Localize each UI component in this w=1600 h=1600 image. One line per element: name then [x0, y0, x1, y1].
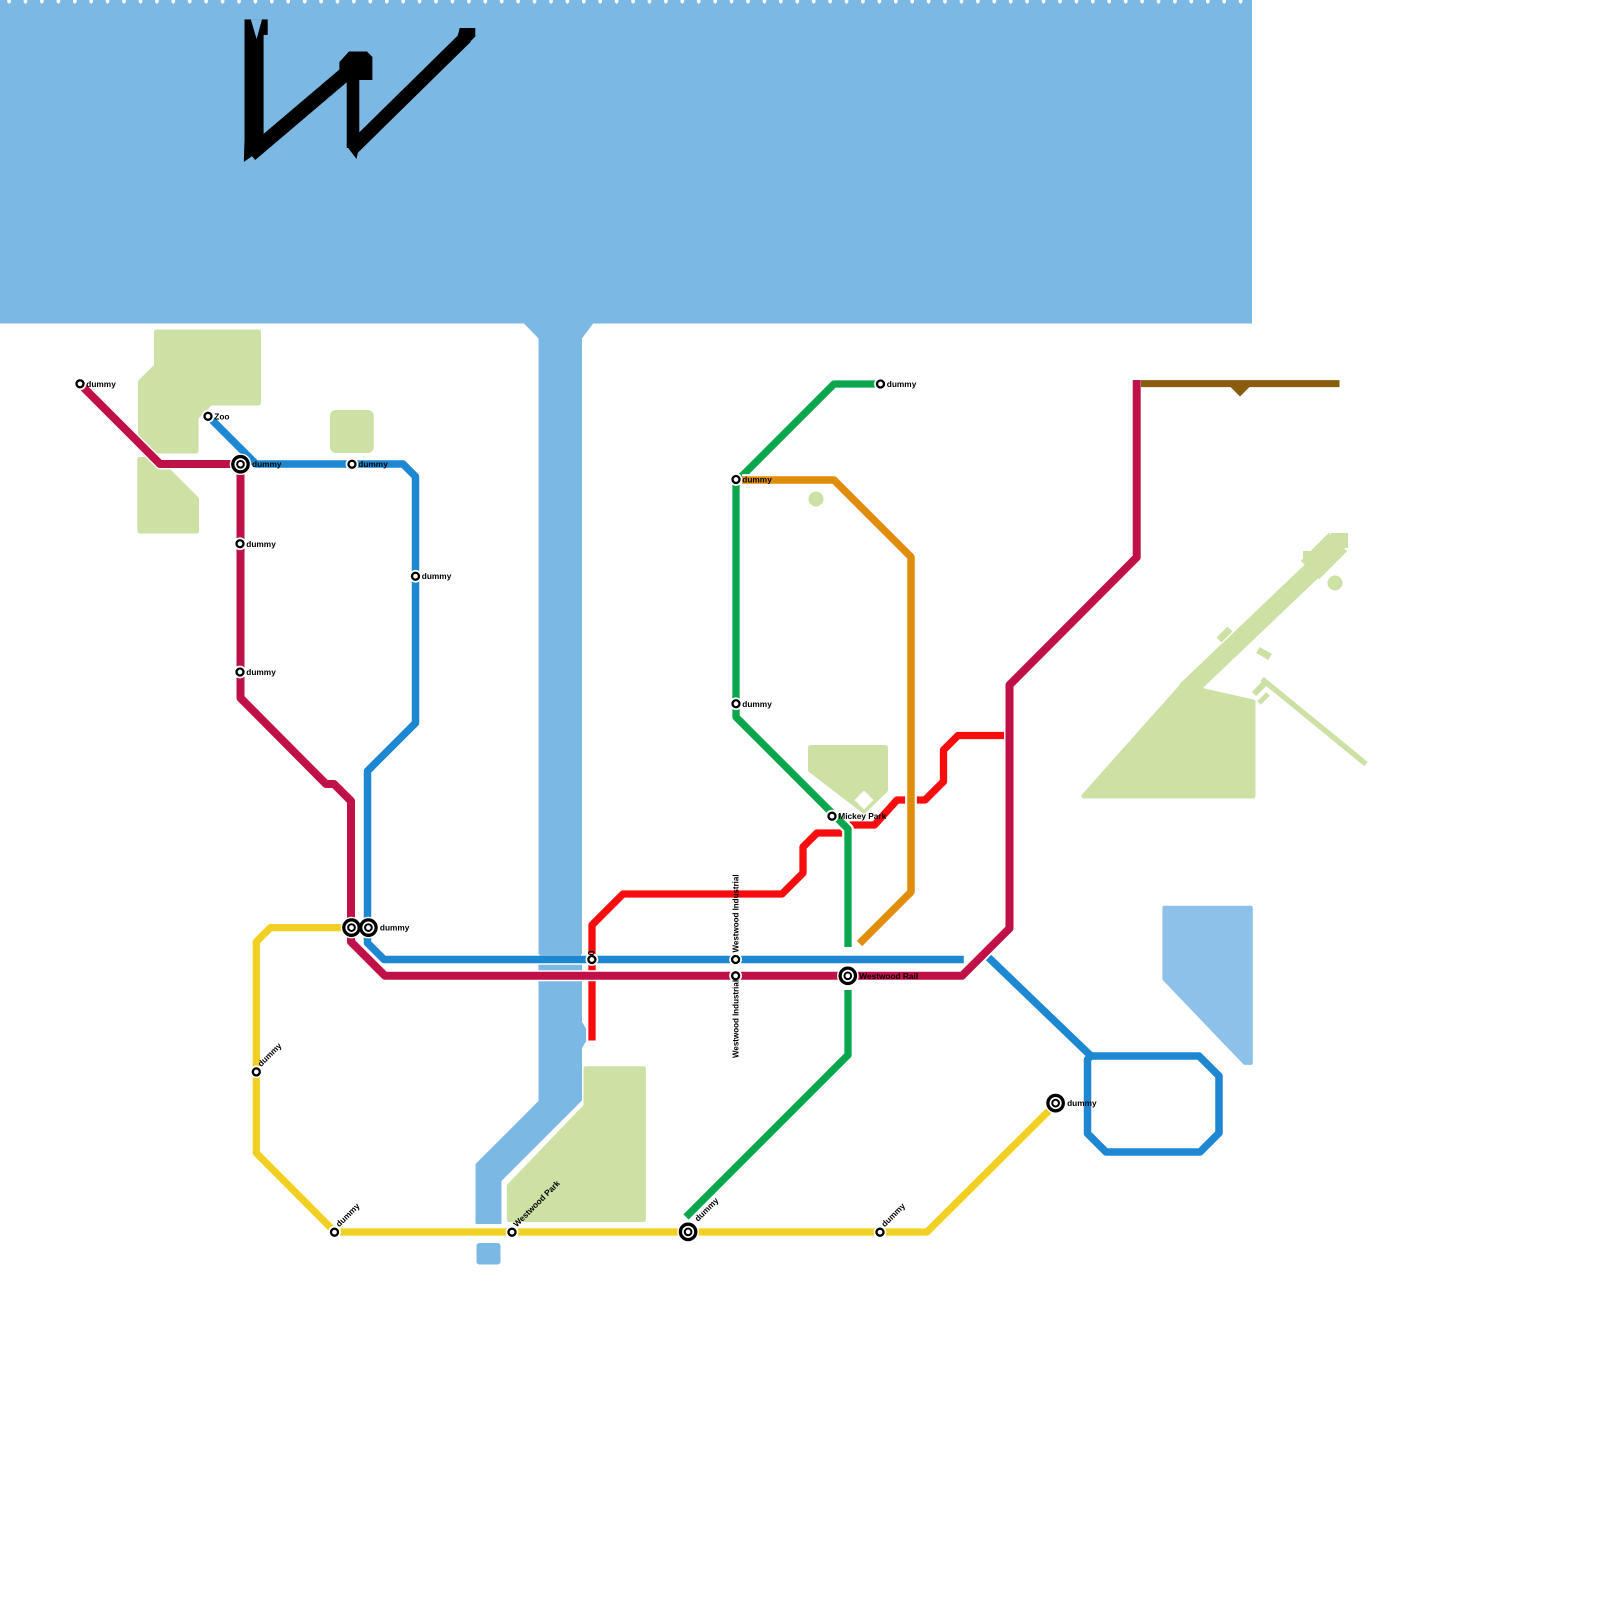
svg-text:dummy: dummy — [86, 379, 116, 389]
svg-text:dummy: dummy — [252, 459, 282, 469]
svg-text:Mickey Park: Mickey Park — [838, 811, 886, 821]
svg-text:dummy: dummy — [887, 379, 917, 389]
svg-text:dummy: dummy — [246, 667, 276, 677]
svg-text:Westwood Rail: Westwood Rail — [859, 971, 918, 981]
svg-text:dummy: dummy — [1067, 1098, 1097, 1108]
svg-text:Westwood Industrial: Westwood Industrial — [732, 980, 741, 1058]
svg-text:dummy: dummy — [422, 571, 452, 581]
svg-text:Westwood Industrial: Westwood Industrial — [732, 874, 741, 952]
svg-text:dummy: dummy — [380, 923, 410, 933]
svg-text:dummy: dummy — [742, 475, 772, 485]
svg-text:0: 0 — [586, 950, 596, 955]
svg-text:dummy: dummy — [246, 539, 276, 549]
svg-text:dummy: dummy — [742, 699, 772, 709]
svg-text:dummy: dummy — [358, 459, 388, 469]
svg-text:Zoo: Zoo — [214, 411, 229, 421]
